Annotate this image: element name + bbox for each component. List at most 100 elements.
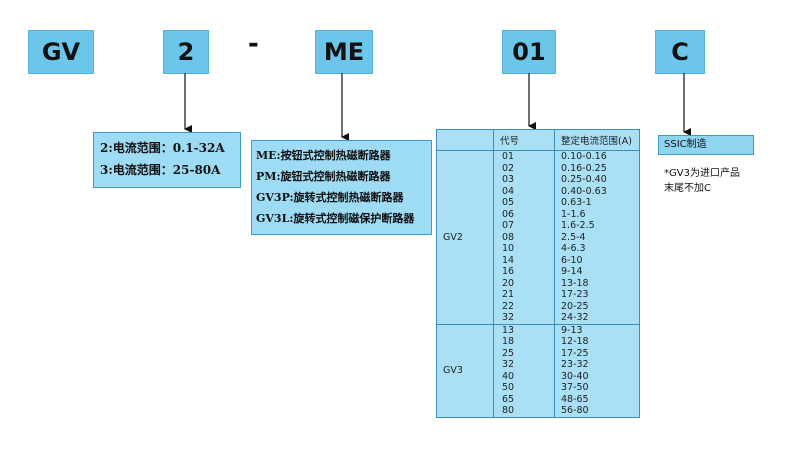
table-code-cell: 07 <box>493 220 555 232</box>
type-pm: PM:旋钮式控制热磁断路器 <box>256 170 391 183</box>
table-header-range: 整定电流范围(A) <box>554 129 640 151</box>
table-range-cell: 0.25-0.40 <box>554 174 640 186</box>
table-code-cell: 02 <box>493 162 555 174</box>
table-code-cell: 04 <box>493 185 555 197</box>
current-range-3: 3:电流范围：25-80A <box>100 163 221 177</box>
table-code-cell: 18 <box>493 336 555 348</box>
rating-code: 01 <box>512 38 546 66</box>
table-header-model <box>436 129 494 151</box>
table-range-cell: 4-6.3 <box>554 243 640 255</box>
series-code: GV <box>41 38 81 66</box>
table-code-cell: 01 <box>493 150 555 163</box>
type-description-box: ME:按钮式控制热磁断路器 PM:旋钮式控制热磁断路器 GV3P:旋转式控制热磁… <box>251 140 432 235</box>
table-code-cell: 32 <box>493 359 555 371</box>
type-gv3l: GV3L:旋转式控制磁保护断路器 <box>256 212 415 225</box>
table-range-cell: 0.10-0.16 <box>554 150 640 163</box>
table-code-cell: 06 <box>493 208 555 220</box>
type-code: ME <box>323 38 365 66</box>
table-range-cell: 1.6-2.5 <box>554 220 640 232</box>
table-range-cell: 1-1.6 <box>554 208 640 220</box>
suffix-code: C <box>671 38 689 66</box>
table-range-cell: 37-50 <box>554 382 640 394</box>
table-code-cell: 25 <box>493 347 555 359</box>
table-range-cell: 9-14 <box>554 266 640 278</box>
table-range-cell: 17-25 <box>554 347 640 359</box>
table-code-cell: 80 <box>493 405 555 418</box>
separator-dash: - <box>248 29 259 59</box>
table-range-cell: 17-23 <box>554 289 640 301</box>
table-code-cell: 40 <box>493 370 555 382</box>
table-range-cell: 0.16-0.25 <box>554 162 640 174</box>
table-range-cell: 6-10 <box>554 254 640 266</box>
table-model-cell: GV2 <box>436 150 494 325</box>
suffix-note-line-1: *GV3为进口产品 <box>664 168 740 179</box>
table-range-cell: 0.63-1 <box>554 197 640 209</box>
table-code-cell: 65 <box>493 393 555 405</box>
table-range-cell: 12-18 <box>554 336 640 348</box>
table-code-cell: 08 <box>493 231 555 243</box>
table-code-cell: 22 <box>493 300 555 312</box>
table-code-cell: 03 <box>493 174 555 186</box>
suffix-code-box: C <box>655 30 705 74</box>
current-class-code: 2 <box>177 38 195 66</box>
table-range-cell: 24-32 <box>554 312 640 325</box>
suffix-note: *GV3为进口产品 末尾不加C <box>664 166 774 196</box>
table-range-cell: 48-65 <box>554 393 640 405</box>
table-code-cell: 50 <box>493 382 555 394</box>
table-code-cell: 32 <box>493 312 555 325</box>
table-code-cell: 20 <box>493 277 555 289</box>
current-class-code-box: 2 <box>163 30 209 74</box>
suffix-note-line-2: 末尾不加C <box>664 183 711 194</box>
suffix-label: SSIC制造 <box>664 139 707 150</box>
table-range-cell: 9-13 <box>554 323 640 336</box>
table-range-cell: 20-25 <box>554 300 640 312</box>
table-code-cell: 10 <box>493 243 555 255</box>
table-code-cell: 13 <box>493 323 555 336</box>
type-gv3p: GV3P:旋转式控制热磁断路器 <box>256 191 404 204</box>
type-code-box: ME <box>315 30 373 74</box>
table-range-cell: 13-18 <box>554 277 640 289</box>
series-code-box: GV <box>28 30 94 74</box>
table-code-cell: 21 <box>493 289 555 301</box>
current-range-2: 2:电流范围：0.1-32A <box>100 141 225 155</box>
table-model-cell: GV3 <box>436 323 494 418</box>
table-code-cell: 14 <box>493 254 555 266</box>
table-header-code: 代号 <box>493 129 555 151</box>
current-range-box: 2:电流范围：0.1-32A 3:电流范围：25-80A <box>93 132 241 188</box>
table-code-cell: 16 <box>493 266 555 278</box>
suffix-label-box: SSIC制造 <box>658 135 754 155</box>
table-range-cell: 30-40 <box>554 370 640 382</box>
table-range-cell: 2.5-4 <box>554 231 640 243</box>
table-range-cell: 23-32 <box>554 359 640 371</box>
rating-code-box: 01 <box>502 30 556 74</box>
table-range-cell: 0.40-0.63 <box>554 185 640 197</box>
type-me: ME:按钮式控制热磁断路器 <box>256 149 391 162</box>
table-range-cell: 56-80 <box>554 405 640 418</box>
table-code-cell: 05 <box>493 197 555 209</box>
